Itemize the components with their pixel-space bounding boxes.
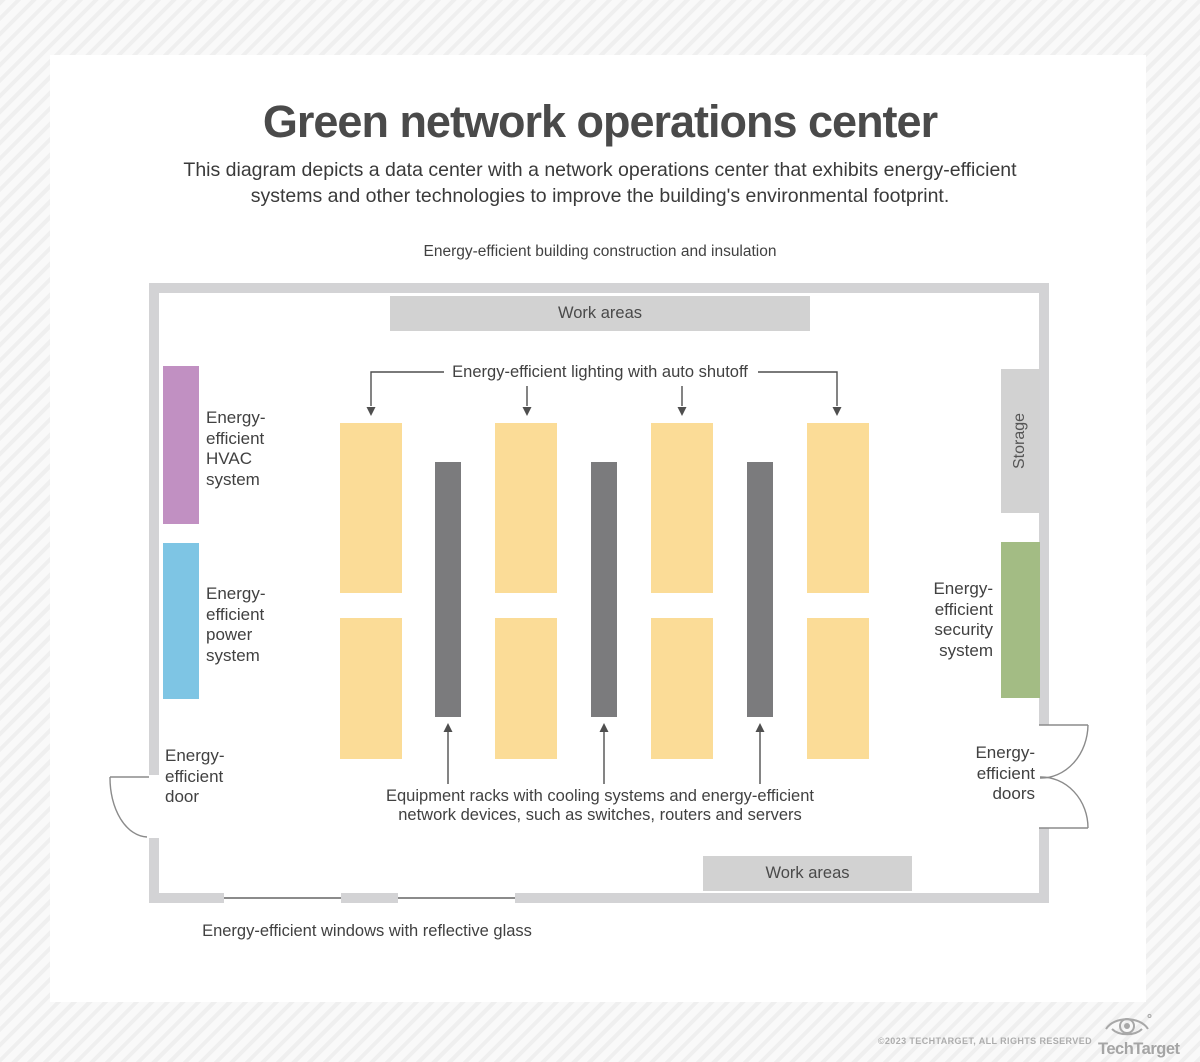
equipment-label-line2: network devices, such as switches, route… — [398, 806, 802, 824]
lighting-zone — [651, 423, 713, 593]
wall-bottom-segment-3 — [515, 893, 1049, 903]
techtarget-logo: TechTarget — [1098, 1011, 1180, 1059]
storage-room: Storage — [1001, 369, 1040, 513]
equipment-label-line1: Equipment racks with cooling systems and… — [386, 787, 814, 805]
door-label: Energy- efficient door — [165, 746, 225, 806]
page-subtitle-line2: systems and other technologies to improv… — [250, 185, 950, 207]
lighting-zone — [807, 423, 869, 593]
lighting-zone — [495, 618, 557, 759]
work-area-bottom-label: Work areas — [765, 864, 850, 882]
wall-right-lower — [1039, 828, 1049, 903]
equipment-rack — [591, 462, 617, 717]
work-area-top-label: Work areas — [557, 304, 643, 322]
hvac-system-block — [163, 366, 199, 524]
hvac-system-label: Energy- efficient HVAC system — [206, 408, 266, 489]
wall-left-upper — [149, 283, 159, 775]
security-system-label: Energy- efficient security system — [933, 579, 993, 660]
page-title: Green network operations center — [262, 96, 938, 147]
lighting-label: Energy-efficient lighting with auto shut… — [452, 363, 748, 381]
lighting-zone — [340, 423, 402, 593]
wall-top — [149, 283, 1049, 293]
lighting-zone — [651, 618, 713, 759]
copyright-text: ©2023 TECHTARGET, ALL RIGHTS RESERVED — [877, 1036, 1092, 1046]
wall-left-lower — [149, 838, 159, 903]
windows-label: Energy-efficient windows with reflective… — [202, 922, 532, 940]
techtarget-eye-icon — [1105, 1014, 1152, 1036]
power-system-block — [163, 543, 199, 699]
lighting-zone — [495, 423, 557, 593]
techtarget-wordmark: TechTarget — [1098, 1040, 1180, 1058]
wall-bottom-segment-1 — [149, 893, 224, 903]
storage-label: Storage — [1011, 412, 1029, 470]
building-construction-label: Energy-efficient building construction a… — [423, 243, 777, 260]
page-subtitle-line1: This diagram depicts a data center with … — [183, 159, 1017, 181]
power-system-label: Energy- efficient power system — [206, 584, 266, 665]
work-area-bottom: Work areas — [703, 856, 912, 891]
doors-label: Energy- efficient doors — [975, 743, 1035, 803]
equipment-rack — [747, 462, 773, 717]
work-area-top: Work areas — [390, 296, 810, 331]
wall-bottom-segment-2 — [341, 893, 398, 903]
lighting-zone — [807, 618, 869, 759]
lighting-zone — [340, 618, 402, 759]
equipment-rack — [435, 462, 461, 717]
security-system-block — [1001, 542, 1040, 698]
wall-right-upper — [1039, 283, 1049, 725]
